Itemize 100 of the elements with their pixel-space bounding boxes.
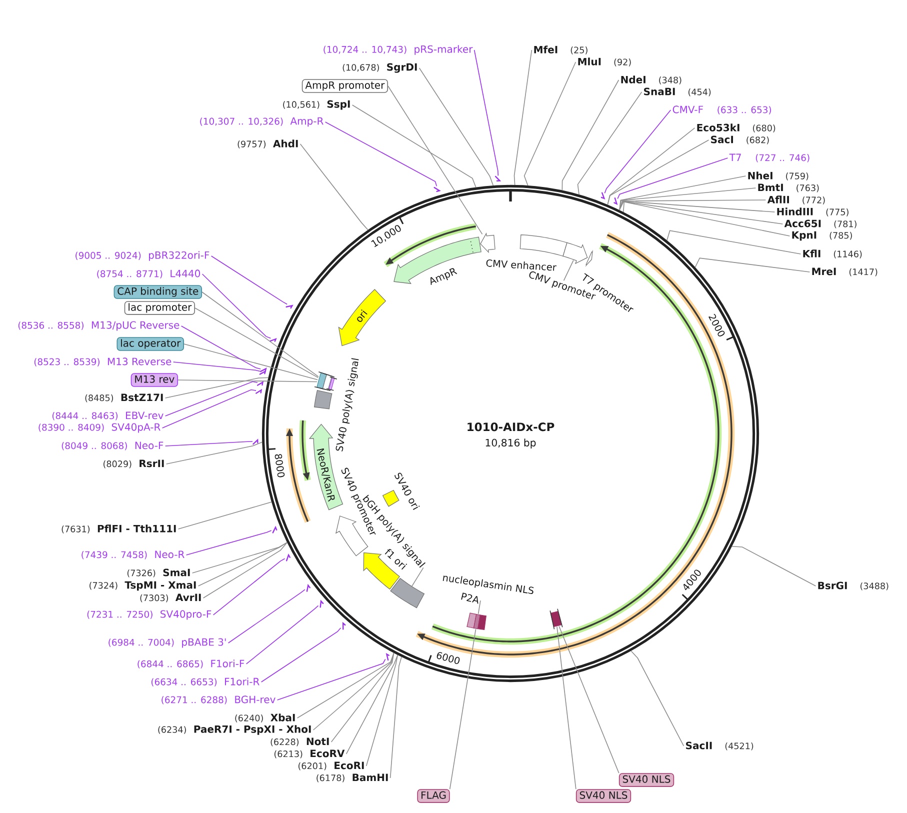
leader-line xyxy=(514,50,532,186)
feature-label: CMV enhancer xyxy=(486,259,556,271)
leader-line xyxy=(164,441,253,446)
cut-site-label: (6234) PaeR7I - PspXI - XhoI xyxy=(158,725,311,735)
leader-line xyxy=(312,652,394,730)
cut-site-label: AflII (772) xyxy=(767,196,825,204)
leader-line xyxy=(180,326,261,370)
cut-site-label: (7631) PflFI - Tth111I xyxy=(62,524,176,534)
leader-line xyxy=(694,258,810,272)
cut-site-label: MreI (1417) xyxy=(812,268,878,276)
cut-site-label: BmtI (763) xyxy=(758,184,819,192)
leader-line xyxy=(562,80,620,191)
cut-site-label: NheI (759) xyxy=(748,172,808,180)
leader-line xyxy=(178,380,318,382)
primer-mark xyxy=(272,526,278,534)
cut-site-label: Eco53kI (680) xyxy=(697,124,776,132)
leader-line xyxy=(210,256,288,305)
cut-site-label: (6240) XbaI xyxy=(235,714,295,722)
cut-site-label: SacI (682) xyxy=(711,136,769,144)
feature-callout: SV40 NLS xyxy=(576,789,632,803)
cut-site-label: (8029) RsrII xyxy=(104,460,164,468)
primer-label: (8049 .. 8068) Neo-F xyxy=(62,442,164,450)
cut-site-label: (6178) BamHI xyxy=(316,774,388,782)
leader-line xyxy=(166,442,262,464)
leader-line xyxy=(202,542,288,598)
primer-mark xyxy=(252,438,258,445)
leader-line xyxy=(186,530,272,556)
primer-mark xyxy=(270,338,277,342)
primer-label: (8754 .. 8771) L4440 xyxy=(97,270,200,278)
leader-line xyxy=(388,86,483,235)
primer-label: (6984 .. 7004) pBABE 3' xyxy=(108,638,226,648)
leader-line xyxy=(619,201,784,224)
feature-box xyxy=(466,612,486,630)
primer-mark xyxy=(494,176,502,182)
leader-line xyxy=(202,274,272,339)
primer-label: (10,724 .. 10,743) pRS-marker xyxy=(324,45,473,55)
leader-line xyxy=(228,589,306,644)
leader-line xyxy=(558,626,620,774)
primer-label: (6271 .. 6288) BGH-rev xyxy=(162,696,276,704)
primer-label: (8390 .. 8409) SV40pA-R xyxy=(38,423,160,433)
leader-line xyxy=(296,652,394,718)
leader-line xyxy=(346,654,398,754)
leader-line xyxy=(164,381,258,416)
feature-box xyxy=(390,578,425,608)
leader-line xyxy=(604,110,672,194)
leader-line xyxy=(617,158,728,200)
leader-line xyxy=(577,92,642,195)
leader-line xyxy=(324,122,438,187)
feature-label: nucleoplasmin NLS xyxy=(442,576,534,594)
primer-label: (6844 .. 6865) F1ori-F xyxy=(138,660,244,668)
cut-site-label: SnaBI (454) xyxy=(644,88,711,96)
leader-line xyxy=(164,377,269,398)
leader-line xyxy=(246,605,319,664)
tick-label: 6000 xyxy=(436,652,460,664)
primer-label: (8523 .. 8539) M13 Reverse xyxy=(34,358,172,366)
cut-site-label: KflI (1146) xyxy=(803,250,862,258)
feature-bars xyxy=(550,608,563,630)
feature-label: P2A xyxy=(461,592,478,604)
cut-site-label: (9757) AhdI xyxy=(238,140,298,148)
leader-line xyxy=(276,658,386,700)
leader-line xyxy=(198,542,288,586)
leader-line xyxy=(330,652,394,742)
leader-line xyxy=(366,654,398,766)
primer-mark xyxy=(306,584,310,592)
cut-site-label: (6213) EcoRV xyxy=(274,750,345,758)
cut-site-label: NdeI (348) xyxy=(621,76,682,84)
primer-mark xyxy=(259,370,266,375)
primer-mark xyxy=(256,388,262,394)
primer-mark xyxy=(256,381,264,386)
leader-line xyxy=(194,308,319,378)
leader-line xyxy=(449,628,476,790)
leader-line xyxy=(666,230,802,254)
cut-site-label: KpnI (785) xyxy=(792,231,852,241)
primer-label: (7231 .. 7250) SV40pro-F xyxy=(87,610,212,620)
primer-mark xyxy=(614,198,618,206)
cut-site-label: BsrGI (3488) xyxy=(818,582,888,590)
cut-site-label: SacII (4521) xyxy=(686,742,754,750)
leader-line xyxy=(260,628,342,682)
leader-line xyxy=(300,144,368,230)
leader-line xyxy=(619,188,756,210)
leader-line xyxy=(202,292,319,378)
feature-callout: M13 rev xyxy=(130,373,178,387)
feature-callout: FLAG xyxy=(417,789,450,803)
leader-line xyxy=(563,260,574,281)
feature-callout: lac operator xyxy=(116,337,184,351)
leader-line xyxy=(478,600,481,614)
cut-site-label: (6201) EcoRI xyxy=(298,762,364,770)
feature-callout: CAP binding site xyxy=(114,285,202,299)
leader-line xyxy=(162,389,256,428)
cut-site-label: HindIII (775) xyxy=(777,208,848,216)
leader-line xyxy=(412,567,424,587)
feature-label: ori xyxy=(357,309,368,322)
leader-line xyxy=(619,200,776,212)
leader-line xyxy=(524,62,576,186)
cut-site-label: Acc65I (781) xyxy=(784,220,856,228)
map-title: 1010-AIDx-CP 10,816 bp xyxy=(468,422,554,448)
leader-line xyxy=(192,542,288,574)
cut-site-label: (7324) TspMI - XmaI xyxy=(90,581,196,591)
cut-site-label: (8485) BstZ17I xyxy=(85,394,163,402)
primer-label: (6634 .. 6653) F1ori-R xyxy=(151,678,260,686)
